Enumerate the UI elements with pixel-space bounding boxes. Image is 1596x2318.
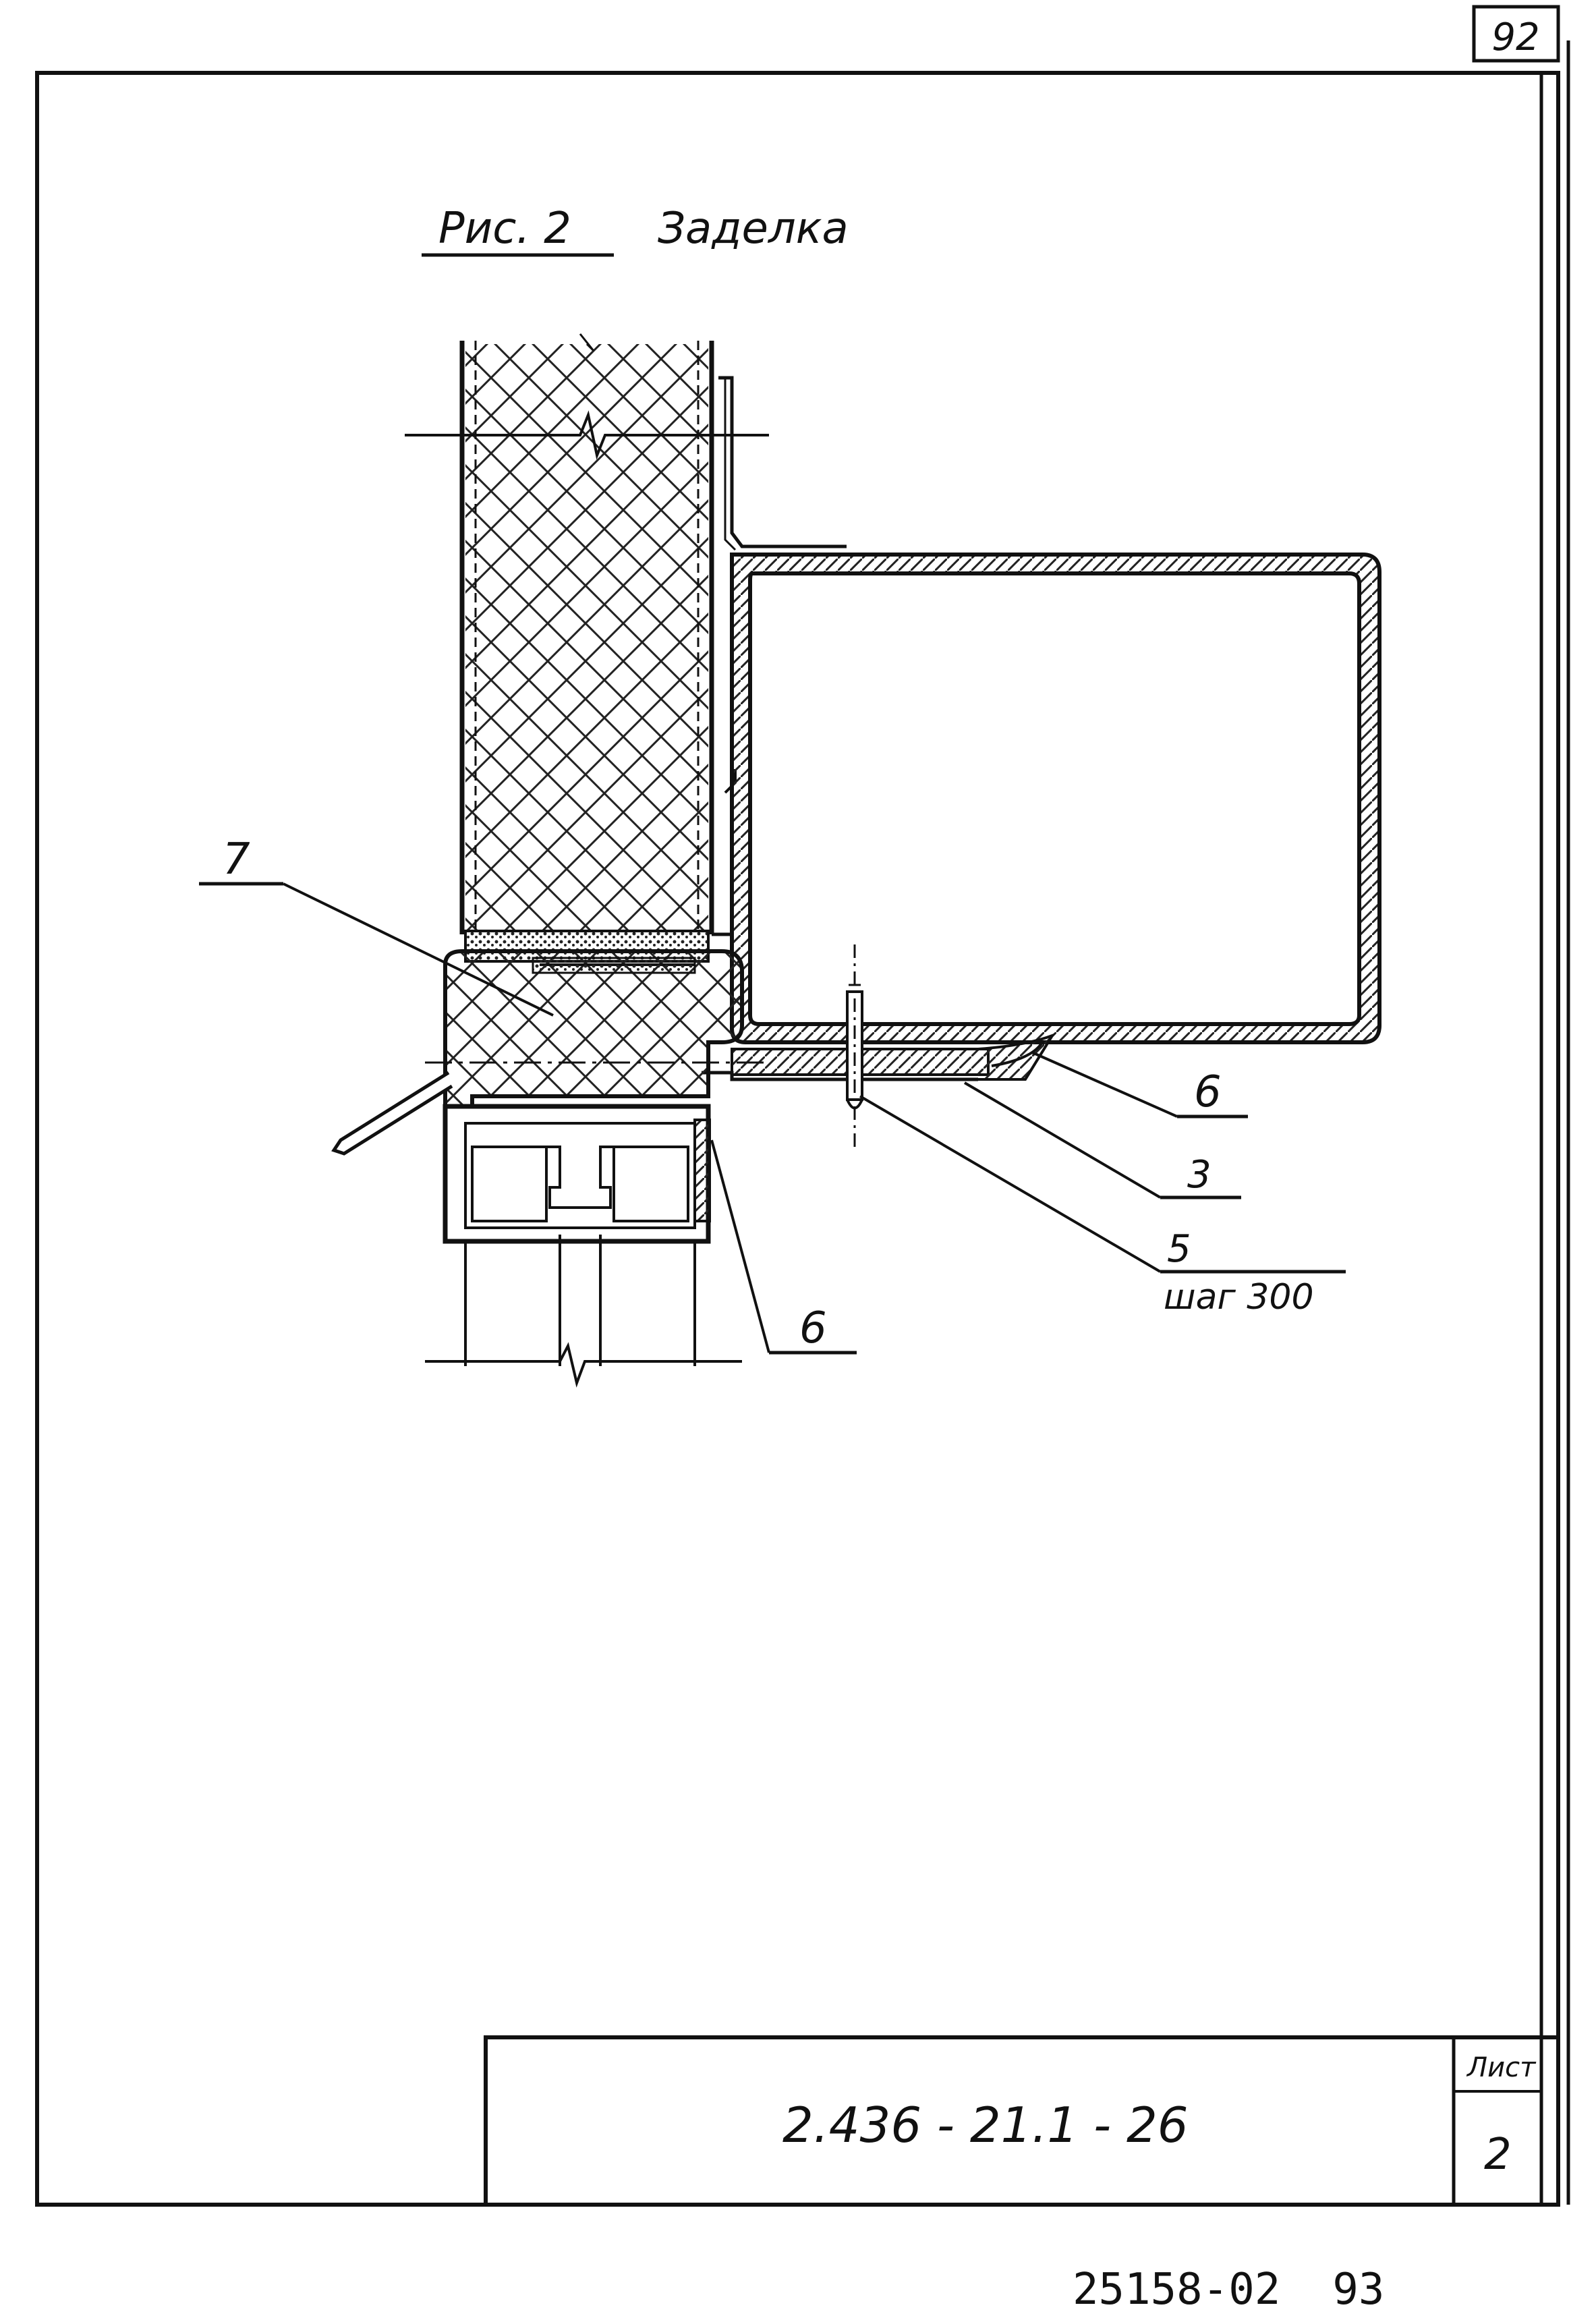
callout-label: 6 [799,1303,827,1353]
callout-label: 7 [223,835,250,884]
sheet-label: Лист [1466,2052,1537,2083]
window-profile [425,1104,742,1388]
anchor-bolt [846,944,863,1147]
callout-label: 5 [1167,1227,1191,1271]
drip-flashing [331,1071,453,1156]
callout-3: 3 [963,1081,1241,1199]
page-number-box: 92 [1472,5,1560,63]
callout-6-bottom: 6 [710,1139,857,1355]
callout-5: 5 шаг 300 [859,1095,1346,1318]
wall-panel [405,333,769,963]
callout-step: шаг 300 [1164,1277,1314,1318]
filler-block [425,949,769,1108]
section-drawing: 7 6 3 5 шаг 300 6 [199,333,1381,1388]
page-number: 92 [1491,16,1539,59]
steel-tube [730,553,1381,1044]
title-block: 2.436 - 21.1 - 26 Лист 2 [484,2035,1560,2207]
figure-heading: Рис. 2 Заделка [422,204,849,257]
callout-label: 6 [1194,1067,1222,1117]
callout-7: 7 [199,835,554,1017]
sheet-frame [35,40,1570,2207]
callout-label: 3 [1187,1153,1212,1197]
archive-number: 25158-02 93 [1073,2265,1384,2315]
designation: 2.436 - 21.1 - 26 [782,2097,1189,2153]
callout-6-right: 6 [1031,1051,1248,1119]
sheet-number: 2 [1484,2130,1512,2180]
figure-title: Заделка [658,204,849,254]
figure-label: Рис. 2 [438,204,571,254]
